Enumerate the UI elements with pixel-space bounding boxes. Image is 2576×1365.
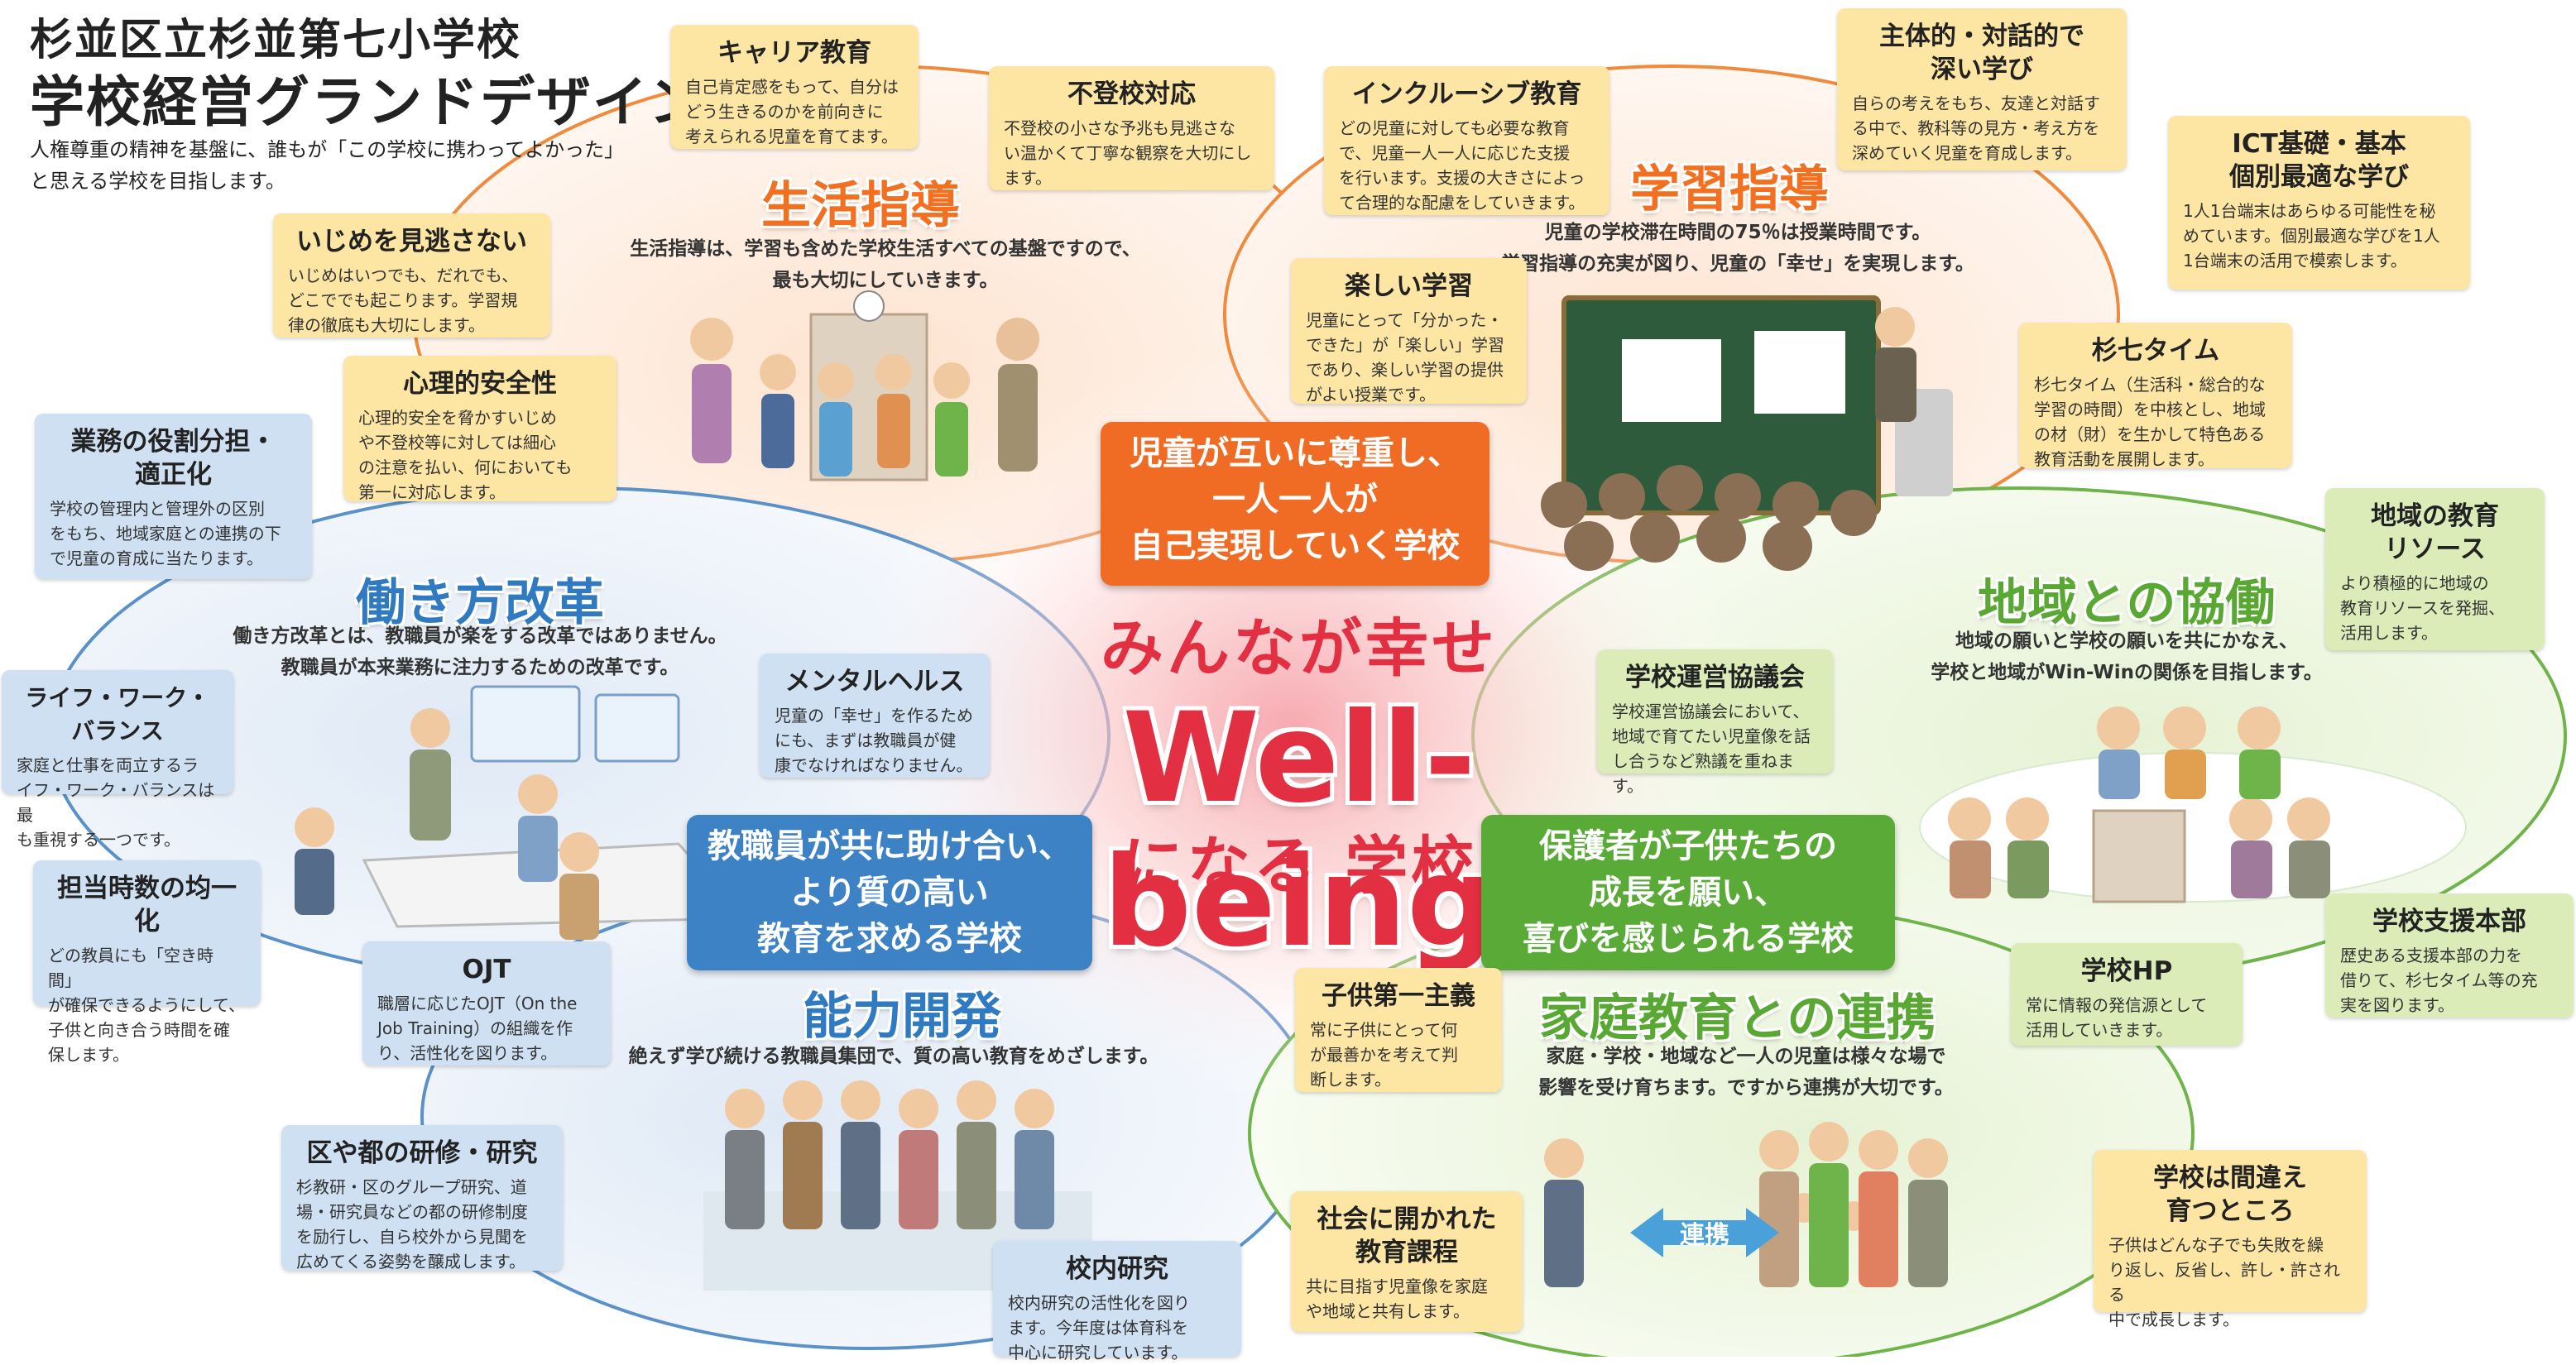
classroom-illustration — [1541, 295, 1953, 571]
card-title: ライフ・ワーク・バランス — [25, 684, 210, 745]
card-title: インクルーシブ教育 — [1351, 79, 1582, 109]
card-sugi7: 杉七タイム 杉七タイム（生活科・総合的な 学習の時間）を中核とし、地域 の材（財… — [2019, 323, 2292, 469]
card-unei: 学校運営協議会 学校運営協議会において、 地域で育てたい児童像を話 し合うなど熟… — [1597, 649, 1833, 796]
card-body: どの教員にも「空き時間」 が確保できるようにして、 子供と向き合う時間を確 保し… — [48, 946, 245, 1065]
card-body: 心理的安全を脅かすいじめ や不登校等に対しては細心 の注意を払い、何においても … — [358, 408, 573, 502]
family-illustration — [1544, 1122, 1948, 1287]
card-title: 杉七タイム — [2091, 336, 2220, 366]
page-title: 学校経営グランドデザイン — [30, 70, 705, 134]
card-body: 1人1台端末はあらゆる可能性を秘 めています。個別最適な学びを1人 1台端末の活… — [2183, 201, 2440, 271]
card-title: 業務の役割分担・ 適正化 — [70, 427, 276, 490]
card-title: いじめを見逃さない — [296, 227, 527, 256]
card-body: 共に目指す児童像を家庭 や地域と共有します。 — [1306, 1276, 1488, 1321]
heading-noryoku: 能力開発 — [803, 988, 1001, 1046]
card-lwb: ライフ・ワーク・バランス 家庭と仕事を両立するラ イフ・ワーク・バランスは最 も… — [2, 670, 233, 850]
card-title: 校内研究 — [1066, 1254, 1168, 1284]
desc-noryoku: 絶えず学び続ける教職員集団で、質の高い教育をめざします。 — [628, 1046, 1159, 1067]
goal-teachers: 教職員が共に助け合い、 より質の高い 教育を求める学校 — [687, 815, 1092, 970]
renkei-arrow — [1630, 1208, 1779, 1257]
card-body: どの児童に対しても必要な教育 で、児童一人一人に応じた支援 を行います。支援の大… — [1339, 118, 1585, 213]
card-title: 心理的安全性 — [403, 369, 557, 399]
card-body: いじめはいつでも、だれでも、 どこででも起こります。学習規 律の徹底も大切にしま… — [288, 266, 519, 335]
card-title: 学校支援本部 — [2372, 907, 2526, 936]
card-title: 楽しい学習 — [1345, 271, 1473, 301]
card-ijime: いじめを見逃さない いじめはいつでも、だれでも、 どこででも起こります。学習規 … — [273, 213, 550, 338]
center-line-1: みんなが幸せ — [1101, 611, 1498, 685]
card-futoko: 不登校対応 不登校の小さな予兆も見逃さな い温かくて丁寧な観察を大切にし ます。 — [989, 66, 1274, 190]
card-body: 学校の管理内と管理外の区別 をもち、地域家庭との連携の下 で児童の育成に当たりま… — [50, 499, 281, 568]
renkei-label: 連携 — [1680, 1221, 1729, 1250]
school-name: 杉並区立杉並第七小学校 — [30, 16, 522, 65]
card-title: ICT基礎・基本 個別最適な学び — [2229, 129, 2409, 192]
card-body: 自らの考えをもち、友達と対話す る中で、教科等の見方・考え方を 深めていく児童を… — [1852, 93, 2100, 163]
heading-seikatsu: 生活指導 — [761, 177, 960, 235]
card-mental: メンタルヘルス 児童の「幸せ」を作るため にも、まずは教職員が健 康でなければな… — [760, 654, 990, 778]
card-body: 児童にとって「分かった・ できた」が「楽しい」学習 であり、楽しい学習の提供 が… — [1306, 310, 1504, 405]
card-body: 自己肯定感をもって、自分は どう生きるのかを前向きに 考えられる児童を育てます。 — [685, 77, 899, 146]
card-tanoshii: 楽しい学習 児童にとって「分かった・ できた」が「楽しい」学習 であり、楽しい学… — [1291, 258, 1527, 405]
desc-gakushu: 児童の学校滞在時間の75％は授業時間です。 学習指導の充実が図り、児童の「幸せ」… — [1501, 222, 1974, 275]
card-title: 学校HP — [2080, 956, 2173, 986]
card-shinri: 心理的安全性 心理的安全を脅かすいじめ や不登校等に対しては細心 の注意を払い、… — [343, 356, 616, 502]
card-title: 地域の教育 リソース — [2371, 501, 2499, 564]
card-title: 不登校対応 — [1067, 79, 1196, 109]
students-illustration — [690, 290, 1039, 481]
center-line-3: になる 学校 — [1120, 829, 1478, 903]
community-illustration — [1919, 706, 2467, 903]
card-body: 校内研究の活性化を図り ます。今年度は体育科を 中心に研究しています。 — [1008, 1293, 1190, 1363]
card-shakai: 社会に開かれた 教育課程 共に目指す児童像を家庭 や地域と共有します。 — [1291, 1191, 1523, 1332]
heading-katei: 家庭教育との連携 — [1539, 989, 1936, 1047]
card-title: 子供第一主義 — [1322, 981, 1475, 1011]
heading-chiiki: 地域との協働 — [1978, 574, 2276, 632]
card-kodomo: 子供第一主義 常に子供にとって何 が最善かを考えて判 断します。 — [1295, 968, 1502, 1092]
meeting-illustration — [295, 685, 748, 940]
card-body: 児童の「幸せ」を作るため にも、まずは教職員が健 康でなければなりません。 — [775, 706, 973, 775]
card-tanto: 担当時数の均一化 どの教員にも「空き時間」 が確保できるようにして、 子供と向き… — [33, 860, 261, 1065]
lead-text: 人権尊重の精神を基盤に、誰もが「この学校に携わってよかった」と思える学校を目指し… — [30, 138, 625, 193]
center-wellbeing: Well-being — [1102, 687, 1496, 975]
card-body: 歴史ある支援本部の力を 借りて、杉七タイム等の充 実を図ります。 — [2340, 946, 2538, 1015]
card-body: 職層に応じたOJT（On the Job Training）の組織を作 り、活性… — [377, 994, 578, 1063]
card-shutaiteki: 主体的・対話的で 深い学び 自らの考えをもち、友達と対話す る中で、教科等の見方… — [1837, 8, 2127, 170]
card-ict: ICT基礎・基本 個別最適な学び 1人1台端末はあらゆる可能性を秘 めています。… — [2168, 116, 2470, 290]
card-title: 学校は間違え 育つところ — [2153, 1163, 2307, 1226]
card-title: 担当時数の均一化 — [57, 874, 237, 936]
card-hp: 学校HP 常に情報の発信源として 活用していきます。 — [2011, 943, 2243, 1046]
card-kenshu: 区や都の研修・研究 杉教研・区のグループ研究、道 場・研究員などの都の研修制度 … — [281, 1125, 563, 1272]
card-body: 杉教研・区のグループ研究、道 場・研究員などの都の研修制度 を励行し、自ら校外か… — [296, 1177, 528, 1272]
card-title: キャリア教育 — [717, 38, 871, 68]
heading-hatarakikata: 働き方改革 — [356, 574, 604, 632]
desc-katei: 家庭・学校・地域など一人の児童は様々な場で 影響を受け育ちます。ですから連携が大… — [1538, 1046, 1954, 1099]
card-body: 子供はどんな子でも失敗を繰 り返し、反省し、許し・許される 中で成長します。 — [2108, 1235, 2340, 1329]
heading-gakushu: 学習指導 — [1630, 160, 1829, 218]
card-body: より積極的に地域の 教育リソースを発掘、 活用します。 — [2340, 573, 2505, 643]
card-shien: 学校支援本部 歴史ある支援本部の力を 借りて、杉七タイム等の充 実を図ります。 — [2325, 893, 2574, 1018]
card-title: 主体的・対話的で 深い学び — [1879, 22, 2084, 84]
card-chiiki-resource: 地域の教育 リソース より積極的に地域の 教育リソースを発掘、 活用します。 — [2325, 488, 2545, 650]
card-body: 家庭と仕事を両立するラ イフ・ワーク・バランスは最 も重視する一つです。 — [17, 755, 215, 850]
card-title: メンタルヘルス — [784, 667, 965, 697]
card-body: 常に情報の発信源として 活用していきます。 — [2026, 995, 2208, 1040]
goal-children: 児童が互いに尊重し、 一人一人が 自己実現していく学校 — [1101, 422, 1489, 586]
card-body: 学校運営協議会において、 地域で育てたい児童像を話 し合うなど熟議を重ねます。 — [1612, 702, 1811, 796]
card-body: 常に子供にとって何 が最善かを考えて判 断します。 — [1310, 1020, 1458, 1090]
desc-chiiki: 地域の願いと学校の願いを共にかなえ、 学校と地域がWin-Winの関係を目指しま… — [1931, 630, 2323, 683]
card-konai: 校内研究 校内研究の活性化を図り ます。今年度は体育科を 中心に研究しています。 — [993, 1241, 1241, 1363]
card-title: 社会に開かれた 教育課程 — [1317, 1205, 1497, 1267]
card-machigai: 学校は間違え 育つところ 子供はどんな子でも失敗を繰 り返し、反省し、許し・許さ… — [2094, 1150, 2367, 1329]
desc-hatarakikata: 働き方改革とは、教職員が楽をする改革ではありません。 教職員が本来業務に注力する… — [233, 625, 727, 678]
card-title: 区や都の研修・研究 — [306, 1138, 538, 1168]
card-ojt: OJT 職層に応じたOJT（On the Job Training）の組織を作 … — [362, 941, 611, 1066]
card-inclusive: インクルーシブ教育 どの児童に対しても必要な教育 で、児童一人一人に応じた支援 … — [1324, 66, 1609, 215]
card-gyomu: 業務の役割分担・ 適正化 学校の管理内と管理外の区別 をもち、地域家庭との連携の… — [35, 414, 312, 579]
card-body: 杉七タイム（生活科・総合的な 学習の時間）を中核とし、地域 の材（財）を生かして… — [2034, 375, 2266, 469]
card-body: 不登校の小さな予兆も見逃さな い温かくて丁寧な観察を大切にし ます。 — [1004, 118, 1252, 188]
card-career: キャリア教育 自己肯定感をもって、自分は どう生きるのかを前向きに 考えられる児… — [670, 25, 919, 149]
goal-parents: 保護者が子供たちの 成長を願い、 喜びを感じられる学校 — [1481, 815, 1895, 970]
card-title: 学校運営協議会 — [1625, 663, 1805, 692]
card-title: OJT — [462, 955, 511, 984]
desc-seikatsu: 生活指導は、学習も含めた学校生活すべての基盤ですので、 最も大切にしていきます。 — [630, 238, 1141, 291]
